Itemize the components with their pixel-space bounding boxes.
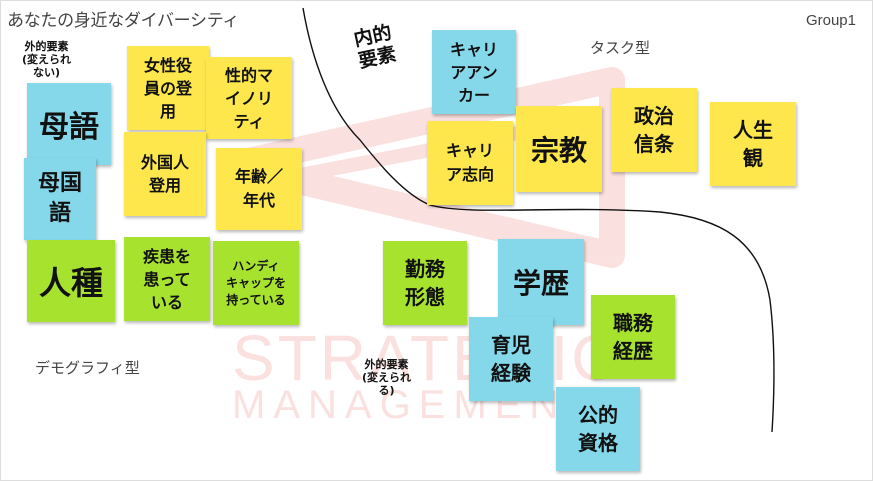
sticky-note-gakureki[interactable]: 学歴 — [498, 239, 584, 325]
sticky-note-nenrei[interactable]: 年齢／ 年代 — [216, 148, 302, 230]
watermark-line1: STRATEGIC — [232, 322, 621, 394]
group-label: Group1 — [805, 12, 856, 29]
sticky-note-career-shikou[interactable]: キャリ ア志向 — [427, 121, 513, 205]
sticky-note-bokokugo[interactable]: 母国 語 — [24, 158, 96, 240]
sticky-note-shikkan[interactable]: 疾患を 患って いる — [124, 237, 210, 321]
sticky-note-text: 女性役 員の登 用 — [143, 55, 192, 121]
divider-curve — [302, 7, 775, 433]
sticky-note-text: 母語 — [39, 110, 99, 145]
board-title: あなたの身近なダイバーシティ — [7, 11, 240, 31]
sticky-note-shukyo[interactable]: 宗教 — [516, 106, 602, 192]
sticky-note-career-anchor[interactable]: キャリ アアン カー — [432, 30, 516, 114]
sticky-note-text: 宗教 — [530, 134, 587, 167]
sticky-note-text: 疾患を 患って いる — [142, 246, 191, 312]
sticky-note-ikuji[interactable]: 育児 経験 — [469, 317, 553, 401]
sticky-note-bogo[interactable]: 母語 — [27, 83, 111, 165]
external-changeable-label: 外的要素 (変えられ る) — [362, 358, 412, 397]
sticky-note-shokumu[interactable]: 職務 経歴 — [591, 295, 675, 379]
sticky-note-text: 職務 経歴 — [613, 311, 653, 363]
sticky-note-jinshu[interactable]: 人種 — [27, 240, 115, 322]
demographic-type-label: デモグラフィ型 — [35, 359, 140, 377]
sticky-note-text: 年齢／ 年代 — [234, 167, 283, 210]
task-type-label: タスク型 — [590, 39, 651, 57]
sticky-note-kinmu[interactable]: 勤務 形態 — [383, 241, 467, 325]
sticky-note-text: 人生 観 — [733, 118, 773, 170]
sticky-note-jinsei[interactable]: 人生 観 — [710, 102, 796, 186]
sticky-note-josei[interactable]: 女性役 員の登 用 — [127, 46, 209, 130]
sticky-note-sei[interactable]: 性的マ イノリ ティ — [206, 57, 292, 139]
sticky-note-gaikokujin[interactable]: 外国人 登用 — [124, 132, 206, 216]
sticky-note-text: 性的マ イノリ ティ — [224, 65, 273, 131]
sticky-note-seiji[interactable]: 政治 信条 — [611, 88, 697, 172]
sticky-note-text: 公的 資格 — [578, 403, 618, 455]
sticky-note-text: キャリ ア志向 — [445, 141, 494, 184]
sticky-note-text: 外国人 登用 — [140, 153, 189, 195]
sticky-note-text: 勤務 形態 — [405, 257, 445, 309]
sticky-note-text: 母国 語 — [37, 171, 82, 226]
sticky-note-handi[interactable]: ハンディ キャップを 持っている — [213, 241, 299, 325]
sticky-note-text: 人種 — [38, 264, 103, 302]
sticky-note-shikaku[interactable]: 公的 資格 — [556, 387, 640, 471]
sticky-note-text: キャリ アアン カー — [449, 39, 498, 105]
sticky-note-text: 育児 経験 — [491, 333, 531, 385]
sticky-note-text: ハンディ キャップを 持っている — [225, 258, 286, 307]
sticky-note-text: 学歴 — [512, 267, 569, 300]
external-fixed-label: 外的要素 (変えられ ない) — [22, 40, 72, 79]
sticky-note-text: 政治 信条 — [634, 104, 674, 156]
